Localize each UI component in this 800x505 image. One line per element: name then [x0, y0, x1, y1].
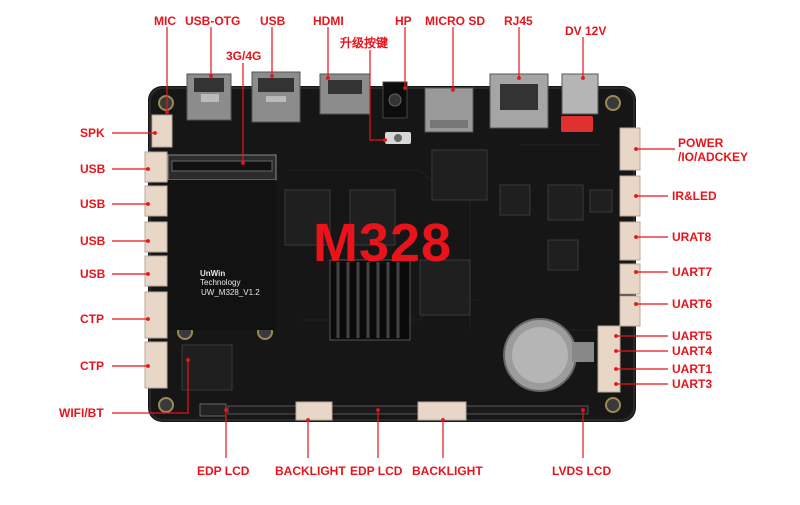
label-urat8: URAT8	[672, 230, 712, 244]
label-hp: HP	[395, 14, 412, 28]
mini-pcie-slot	[167, 154, 277, 330]
coin-battery	[503, 318, 594, 392]
usb-otg-connector	[186, 73, 232, 121]
heatsink	[329, 259, 411, 341]
label-uart7: UART7	[672, 265, 713, 279]
label-uart3: UART3	[672, 377, 713, 391]
label-ctp-2: CTP	[80, 359, 104, 373]
label-wifi-bt: WIFI/BT	[59, 406, 104, 420]
bottom-connectors	[199, 401, 589, 421]
label-spk: SPK	[80, 126, 105, 140]
label-irled: IR&LED	[672, 189, 717, 203]
label-hdmi: HDMI	[313, 14, 344, 28]
label-usb-left-2: USB	[80, 197, 106, 211]
brand-line-2: Technology	[200, 278, 241, 287]
label-upgrade-key: 升级按键	[340, 36, 389, 50]
label-backlight-1: BACKLIGHT	[275, 464, 346, 478]
label-3g4g: 3G/4G	[226, 49, 262, 63]
label-usb-left-4: USB	[80, 267, 106, 281]
label-edp-lcd-1: EDP LCD	[197, 464, 250, 478]
label-ctp-1: CTP	[80, 312, 104, 326]
label-usb-otg: USB-OTG	[185, 14, 241, 28]
label-uart4: UART4	[672, 344, 713, 358]
label-uart6: UART6	[672, 297, 713, 311]
label-backlight-2: BACKLIGHT	[412, 464, 483, 478]
label-rj45: RJ45	[504, 14, 533, 28]
usb-connector	[251, 71, 301, 123]
hp-jack	[382, 81, 408, 119]
model-name: M328	[313, 213, 453, 273]
hdmi-connector	[319, 73, 371, 115]
left-side-connectors	[144, 114, 173, 389]
label-mic: MIC	[154, 14, 176, 28]
label-power-io-adckey: POWER /IO/ADCKEY	[678, 136, 749, 164]
label-usb-left-1: USB	[80, 162, 106, 176]
label-usb-left-3: USB	[80, 234, 106, 248]
brand-line-1: UnWin	[200, 269, 226, 278]
label-lvds-lcd: LVDS LCD	[552, 464, 612, 478]
chips	[181, 149, 613, 391]
label-edp-lcd-2: EDP LCD	[350, 464, 403, 478]
label-uart1: UART1	[672, 362, 713, 376]
board-version: UW_M328_V1.2	[201, 288, 260, 297]
label-dv12v: DV 12V	[565, 24, 607, 38]
label-micro-sd: MICRO SD	[425, 14, 485, 28]
leader-lines	[112, 27, 675, 458]
label-uart5: UART5	[672, 329, 713, 343]
micro-sd-slot	[424, 87, 474, 133]
upgrade-button	[385, 132, 411, 144]
label-usb-top: USB	[260, 14, 286, 28]
rj45-connector	[489, 73, 549, 129]
right-side-connectors	[597, 127, 641, 393]
dc-power-jack	[561, 73, 599, 132]
